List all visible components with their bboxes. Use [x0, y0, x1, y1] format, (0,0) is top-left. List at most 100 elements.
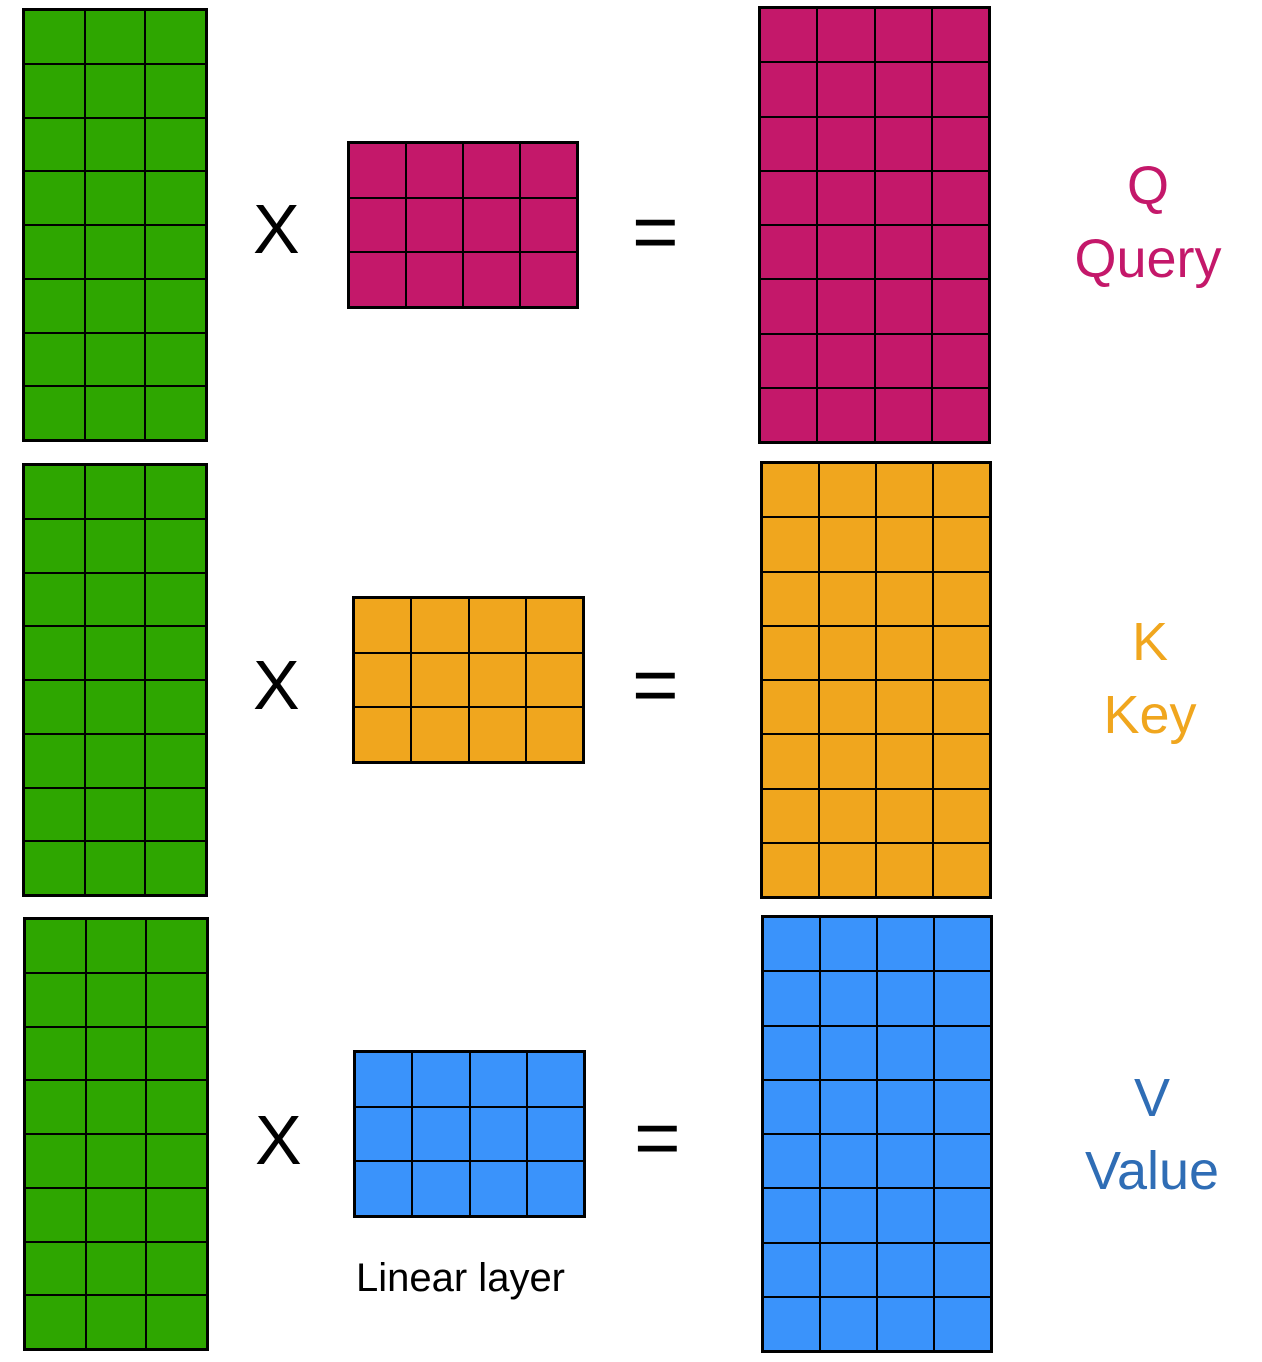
matrix-cell — [25, 1080, 86, 1134]
matrix-cell — [145, 572, 206, 627]
matrix-cell — [763, 1134, 820, 1189]
matrix-cell — [876, 625, 933, 680]
matrix-cell — [24, 63, 85, 118]
matrix-cell — [820, 1242, 877, 1297]
matrix-cell — [145, 787, 206, 842]
matrix-cell — [820, 1296, 877, 1351]
matrix-cell — [84, 117, 146, 172]
matrix-cell — [411, 652, 469, 708]
matrix-cell — [354, 652, 412, 708]
matrix-cell — [85, 919, 147, 973]
matrix-cell — [85, 1241, 147, 1296]
matrix-cell — [146, 919, 207, 973]
matrix-cell — [877, 971, 934, 1026]
value-name: Value — [1084, 1140, 1220, 1201]
matrix-cell — [145, 332, 206, 387]
matrix-cell — [145, 10, 206, 64]
matrix-cell — [763, 1079, 820, 1134]
matrix-cell — [145, 386, 206, 440]
matrix-cell — [525, 707, 583, 762]
input-matrix-q — [22, 8, 208, 442]
matrix-cell — [931, 279, 989, 334]
matrix-cell — [877, 917, 934, 972]
matrix-cell — [412, 1052, 470, 1107]
matrix-cell — [145, 518, 206, 573]
matrix-cell — [819, 571, 876, 626]
matrix-cell — [525, 652, 583, 708]
matrix-cell — [146, 1134, 207, 1188]
matrix-cell — [876, 734, 933, 789]
matrix-cell — [25, 1026, 86, 1081]
matrix-cell — [24, 465, 85, 519]
matrix-cell — [411, 598, 469, 653]
matrix-cell — [406, 143, 463, 198]
matrix-cell — [876, 842, 933, 897]
multiply-sign-v: X — [255, 1101, 302, 1179]
matrix-cell — [931, 116, 989, 171]
matrix-cell — [469, 1106, 527, 1162]
matrix-cell — [526, 1161, 584, 1216]
matrix-cell — [931, 62, 989, 117]
matrix-cell — [934, 917, 991, 972]
matrix-cell — [817, 8, 875, 63]
output-matrix-q — [758, 6, 991, 444]
matrix-cell — [85, 972, 147, 1027]
matrix-cell — [874, 279, 932, 334]
matrix-cell — [85, 1080, 147, 1134]
matrix-cell — [760, 387, 818, 442]
matrix-cell — [146, 1026, 207, 1081]
matrix-cell — [24, 10, 85, 64]
matrix-cell — [763, 1296, 820, 1351]
matrix-cell — [876, 463, 933, 518]
matrix-cell — [876, 517, 933, 572]
matrix-cell — [469, 1052, 527, 1107]
matrix-cell — [468, 598, 526, 653]
matrix-cell — [874, 225, 932, 280]
matrix-cell — [762, 734, 819, 789]
matrix-cell — [412, 1161, 470, 1216]
matrix-cell — [817, 225, 875, 280]
matrix-cell — [877, 1296, 934, 1351]
matrix-cell — [85, 1295, 147, 1349]
matrix-cell — [820, 917, 877, 972]
matrix-cell — [24, 171, 85, 225]
matrix-cell — [760, 8, 818, 63]
matrix-cell — [760, 279, 818, 334]
matrix-cell — [84, 733, 146, 788]
key-label: K Key — [1040, 606, 1260, 752]
matrix-cell — [762, 625, 819, 680]
value-letter: V — [1133, 1068, 1171, 1128]
matrix-cell — [468, 707, 526, 762]
matrix-cell — [24, 572, 85, 627]
matrix-cell — [760, 225, 818, 280]
matrix-cell — [146, 1080, 207, 1134]
matrix-cell — [463, 252, 520, 307]
linear-layer-caption: Linear layer — [356, 1256, 566, 1300]
value-label: V Value — [1042, 1062, 1262, 1208]
matrix-cell — [354, 598, 412, 653]
query-label: Q Query — [1038, 150, 1258, 296]
matrix-cell — [933, 680, 990, 735]
matrix-cell — [84, 518, 146, 573]
matrix-cell — [934, 1025, 991, 1080]
matrix-cell — [406, 197, 463, 253]
matrix-cell — [820, 1188, 877, 1243]
matrix-cell — [24, 733, 85, 788]
matrix-cell — [877, 1079, 934, 1134]
matrix-cell — [763, 1242, 820, 1297]
matrix-cell — [145, 171, 206, 225]
matrix-cell — [468, 652, 526, 708]
matrix-cell — [85, 1187, 147, 1242]
matrix-cell — [355, 1161, 413, 1216]
matrix-cell — [876, 571, 933, 626]
matrix-cell — [762, 463, 819, 518]
matrix-cell — [934, 1188, 991, 1243]
matrix-cell — [145, 117, 206, 172]
matrix-cell — [762, 680, 819, 735]
matrix-cell — [760, 333, 818, 388]
matrix-cell — [84, 465, 146, 519]
matrix-cell — [760, 62, 818, 117]
equals-sign-q: = — [632, 187, 679, 276]
equals-sign-k: = — [632, 640, 679, 729]
matrix-cell — [463, 197, 520, 253]
